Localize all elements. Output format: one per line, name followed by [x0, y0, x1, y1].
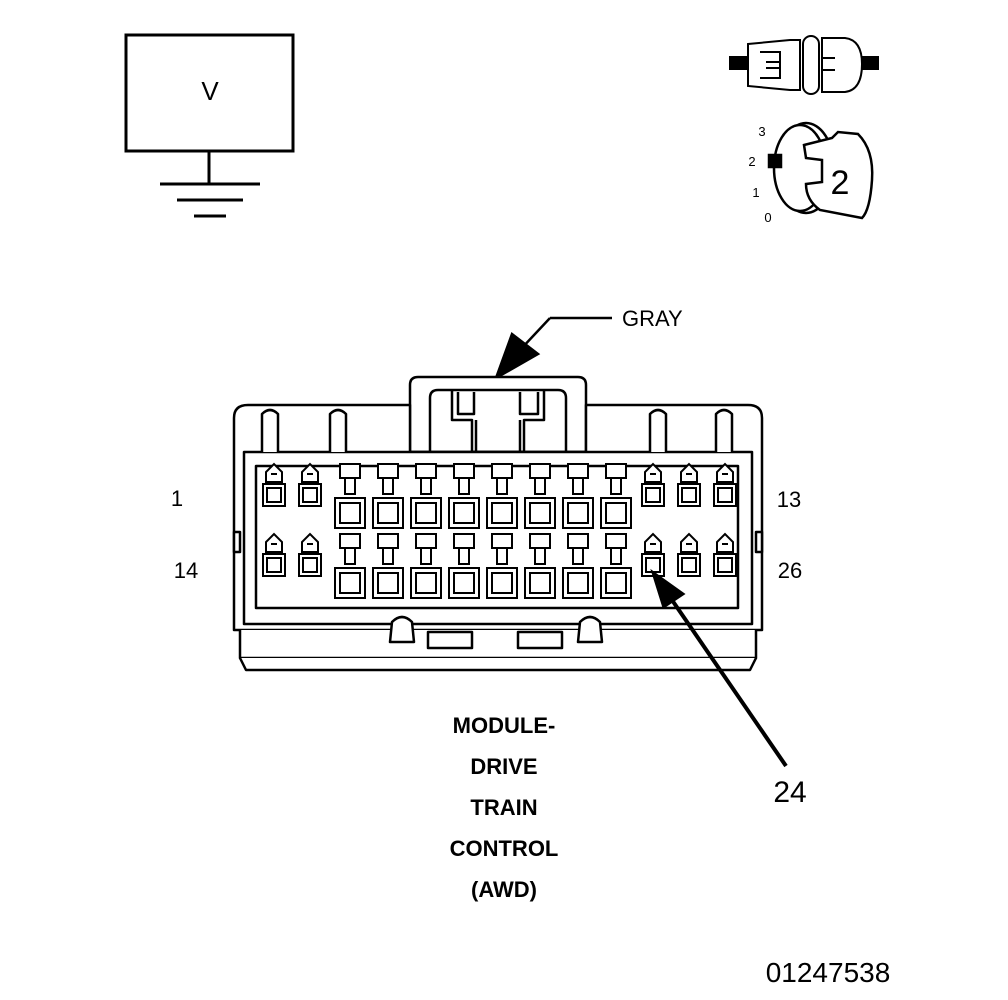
terminal-r2-square-5 — [486, 533, 518, 599]
voltmeter-symbol — [124, 33, 295, 218]
pin-label-14: 14 — [174, 558, 198, 583]
terminal-r1-latch-l2 — [298, 462, 322, 507]
terminal-r1-square-1 — [334, 463, 366, 529]
ignition-position-2: 2 — [748, 154, 755, 169]
color-callout-label: GRAY — [622, 306, 683, 331]
ignition-key-position: 2 — [831, 164, 850, 202]
terminal-r1-latch-r2 — [677, 462, 701, 507]
title-line-1: MODULE- — [453, 713, 556, 738]
terminal-r2-latch-r1 — [641, 532, 665, 577]
pin-label-1: 1 — [171, 486, 183, 511]
terminal-r2-square-3 — [410, 533, 442, 599]
terminal-r1-square-7 — [562, 463, 594, 529]
terminal-r2-square-4 — [448, 533, 480, 599]
pin-label-13: 13 — [777, 487, 801, 512]
terminal-r1-square-5 — [486, 463, 518, 529]
terminal-r1-latch-r3 — [713, 462, 737, 507]
title-line-2: DRIVE — [470, 754, 537, 779]
terminal-r2-square-7 — [562, 533, 594, 599]
terminal-r1-square-2 — [372, 463, 404, 529]
ignition-position-0: 0 — [764, 210, 771, 225]
terminal-r2-square-1 — [334, 533, 366, 599]
terminal-r2-square-6 — [524, 533, 556, 599]
ignition-switch-icon — [767, 121, 874, 220]
terminal-r1-latch-r1 — [641, 462, 665, 507]
terminal-r2-latch-l1 — [262, 532, 286, 577]
title-line-3: TRAIN — [470, 795, 537, 820]
color-callout-arrow — [493, 316, 612, 381]
module-title: MODULE- DRIVE TRAIN CONTROL (AWD) — [450, 713, 559, 902]
ignition-position-3: 3 — [758, 124, 765, 139]
plug-icon — [729, 35, 879, 95]
terminal-r2-latch-r3 — [713, 532, 737, 577]
pin-callout-label: 24 — [773, 776, 806, 809]
terminal-r2-square-2 — [372, 533, 404, 599]
connector-terminals — [262, 462, 737, 599]
terminal-r2-latch-r2 — [677, 532, 701, 577]
terminal-r1-square-3 — [410, 463, 442, 529]
terminal-r1-latch-l1 — [262, 462, 286, 507]
terminal-r1-square-6 — [524, 463, 556, 529]
figure-number: 01247538 — [766, 957, 891, 988]
terminal-r2-square-8 — [600, 533, 632, 599]
title-line-5: (AWD) — [471, 877, 537, 902]
terminal-r2-latch-l2 — [298, 532, 322, 577]
pin-label-26: 26 — [778, 558, 802, 583]
voltmeter-label: V — [201, 76, 219, 106]
terminal-r1-square-4 — [448, 463, 480, 529]
terminal-r1-square-8 — [600, 463, 632, 529]
ignition-position-1: 1 — [752, 185, 759, 200]
pin-callout-arrow — [650, 568, 788, 768]
title-line-4: CONTROL — [450, 836, 559, 861]
